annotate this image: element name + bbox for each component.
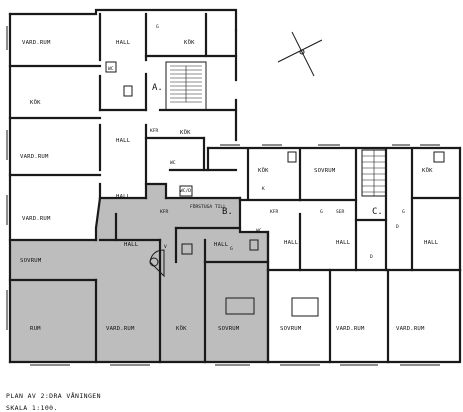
label-kok-6: KÖK <box>422 167 433 174</box>
label-hall-8: HALL <box>424 240 439 246</box>
label-rum: RUM <box>30 326 41 332</box>
label-kfr-3: KFR <box>270 209 279 215</box>
label-sovrum-2: SOVRUM <box>218 326 240 332</box>
caption-title: PLAN AV 2:DRA VÅNINGEN <box>6 391 101 400</box>
label-wc-3: WC <box>256 228 262 234</box>
label-v: V <box>164 244 167 250</box>
stair-labels: A. B. C. <box>152 83 383 217</box>
label-kok-1: KÖK <box>184 39 195 46</box>
label-kfr-2: KFR <box>160 209 169 215</box>
label-k: K <box>262 186 265 192</box>
label-hall-3: HALL <box>116 194 131 200</box>
label-hall-5: HALL <box>214 242 229 248</box>
label-ser: SER <box>336 209 345 215</box>
label-hall-6: HALL <box>284 240 299 246</box>
label-g-1: G <box>156 24 159 30</box>
label-hall-7: HALL <box>336 240 351 246</box>
label-forstugan: FÖRSTUGA TILL <box>190 203 226 210</box>
label-sovrum-3: SOVRUM <box>314 168 336 174</box>
label-vardrum-5: VARD.RUM <box>336 326 365 332</box>
caption-scale: SKALA 1:100. <box>6 404 58 412</box>
stove-circle <box>149 257 159 267</box>
label-g-3: G <box>320 209 323 215</box>
label-hall-1: HALL <box>116 40 131 46</box>
room-labels: VARD.RUM HALL KÖK KÖK VARD.RUM HALL KÖK … <box>20 39 439 332</box>
north-arrow <box>277 31 323 77</box>
label-kok-4: KÖK <box>176 325 187 332</box>
label-vardrum-1: VARD.RUM <box>22 40 51 46</box>
label-stair-c: C. <box>372 207 383 217</box>
label-vardrum-4: VARD.RUM <box>106 326 135 332</box>
stair-a <box>170 65 202 103</box>
label-wc-1: WC <box>108 66 114 72</box>
small-labels: WC KFR WC WC/D KFR FÖRSTUGA TILL KFR SER… <box>108 24 405 260</box>
label-wc-2: WC <box>170 160 176 166</box>
label-sovrum-1: SOVRUM <box>20 258 42 264</box>
label-hall-4: HALL <box>124 242 139 248</box>
label-stair-a: A. <box>152 83 163 93</box>
label-vardrum-6: VARD.RUM <box>396 326 425 332</box>
bathtub <box>225 297 255 315</box>
bathtub-right <box>291 297 319 317</box>
label-g-4: G <box>402 209 405 215</box>
label-vardrum-2: VARD.RUM <box>20 154 49 160</box>
label-wc-d: WC/D <box>180 188 191 194</box>
left-wing-walls <box>8 8 238 364</box>
stair-c <box>361 149 387 197</box>
label-sovrum-4: SOVRUM <box>280 326 302 332</box>
label-kok-3: KÖK <box>180 129 191 136</box>
label-stair-b: B. <box>222 207 233 217</box>
label-d-1: D <box>396 224 399 230</box>
label-kok-5: KÖK <box>258 167 269 174</box>
label-vardrum-3: VARD.RUM <box>22 216 51 222</box>
label-kfr-1: KFR <box>150 128 159 134</box>
label-hall-2: HALL <box>116 138 131 144</box>
label-g-2: G <box>230 246 233 252</box>
label-kok-2: KÖK <box>30 99 41 106</box>
fixtures <box>105 61 445 255</box>
label-d-2: D <box>370 254 373 260</box>
